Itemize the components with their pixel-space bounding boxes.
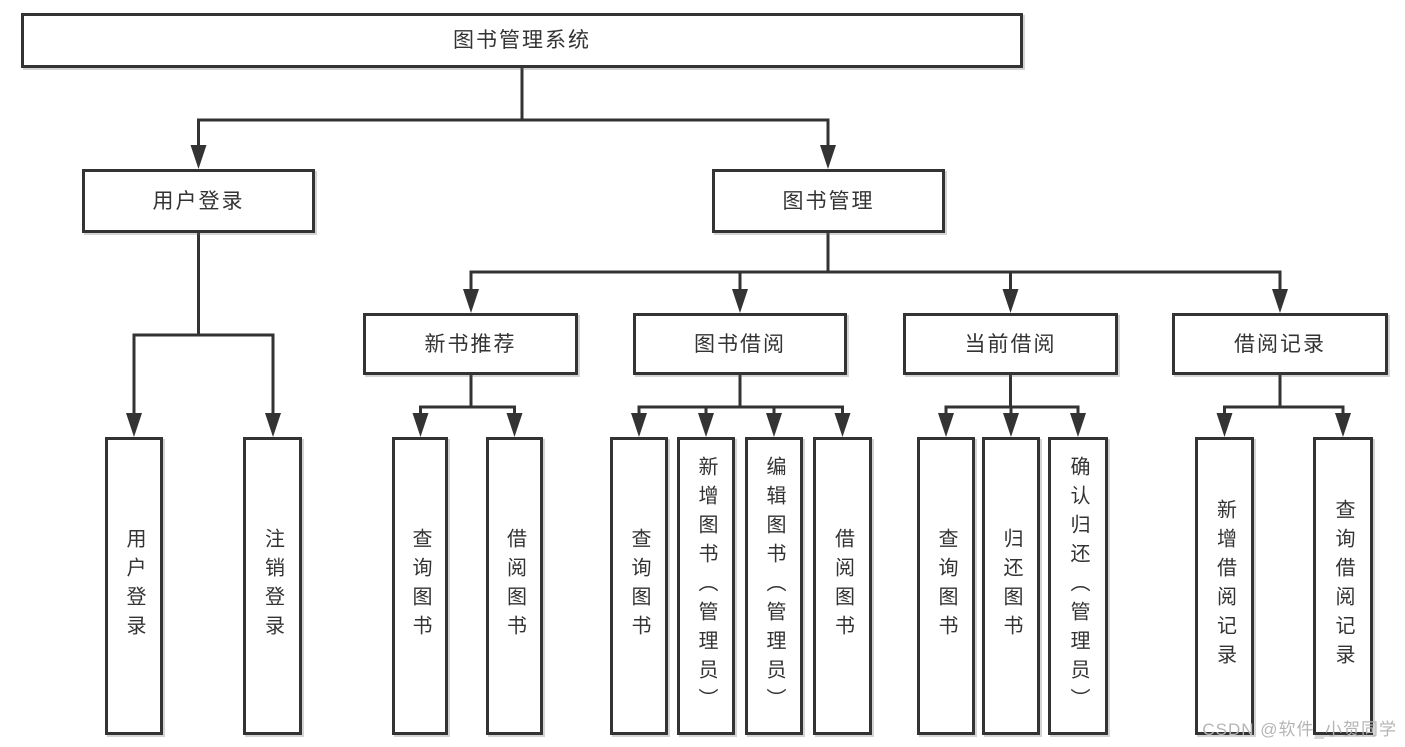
node-borrowing-records-label: 借阅记录	[1234, 332, 1326, 356]
node-book-management-label: 图书管理	[782, 189, 875, 213]
leaf-borrow-books-borrowing: 借阅图书	[813, 437, 872, 735]
leaf-return-books-label: 归还图书	[1000, 528, 1022, 644]
leaf-query-books-recommend: 查询图书	[392, 437, 448, 735]
leaf-user-login-label: 用户登录	[123, 528, 145, 644]
leaf-user-login: 用户登录	[105, 437, 163, 735]
node-library-system: 图书管理系统	[21, 13, 1023, 68]
leaf-logout: 注销登录	[243, 437, 302, 735]
node-current-borrowing-label: 当前借阅	[964, 332, 1057, 356]
leaf-return-books: 归还图书	[982, 437, 1040, 735]
node-book-borrowing: 图书借阅	[633, 313, 847, 375]
node-new-book-recommend-label: 新书推荐	[424, 332, 517, 356]
node-book-management: 图书管理	[712, 169, 945, 233]
leaf-query-books-borrowing: 查询图书	[610, 437, 668, 735]
leaf-edit-book-admin: 编辑图书（管理员）	[745, 437, 803, 735]
node-user-login: 用户登录	[82, 169, 315, 233]
leaf-borrow-books-recommend-label: 借阅图书	[503, 528, 526, 644]
node-user-login-label: 用户登录	[152, 189, 245, 213]
node-borrowing-records: 借阅记录	[1172, 313, 1388, 375]
leaf-query-books-recommend-label: 查询图书	[409, 528, 431, 644]
leaf-confirm-return-admin: 确认归还（管理员）	[1048, 437, 1108, 735]
leaf-add-book-admin-label: 新增图书（管理员）	[695, 455, 717, 717]
leaf-confirm-return-admin-label: 确认归还（管理员）	[1067, 455, 1089, 717]
leaf-logout-label: 注销登录	[261, 528, 284, 644]
node-new-book-recommend: 新书推荐	[363, 313, 578, 375]
node-book-borrowing-label: 图书借阅	[694, 332, 786, 356]
leaf-query-borrow-record: 查询借阅记录	[1313, 437, 1373, 735]
leaf-query-borrow-record-label: 查询借阅记录	[1332, 499, 1354, 673]
leaf-add-book-admin: 新增图书（管理员）	[677, 437, 735, 735]
leaf-query-books-current: 查询图书	[917, 437, 975, 735]
csdn-watermark: CSDN @软件_小贺同学	[1202, 720, 1397, 739]
leaf-add-borrow-record: 新增借阅记录	[1195, 437, 1254, 735]
leaf-query-books-borrowing-label: 查询图书	[628, 528, 650, 644]
leaf-query-books-current-label: 查询图书	[935, 528, 957, 644]
leaf-edit-book-admin-label: 编辑图书（管理员）	[763, 455, 785, 717]
node-current-borrowing: 当前借阅	[903, 313, 1118, 375]
leaf-borrow-books-recommend: 借阅图书	[486, 437, 543, 735]
node-library-system-label: 图书管理系统	[453, 29, 591, 52]
leaf-add-borrow-record-label: 新增借阅记录	[1213, 499, 1236, 673]
leaf-borrow-books-borrowing-label: 借阅图书	[831, 528, 854, 644]
